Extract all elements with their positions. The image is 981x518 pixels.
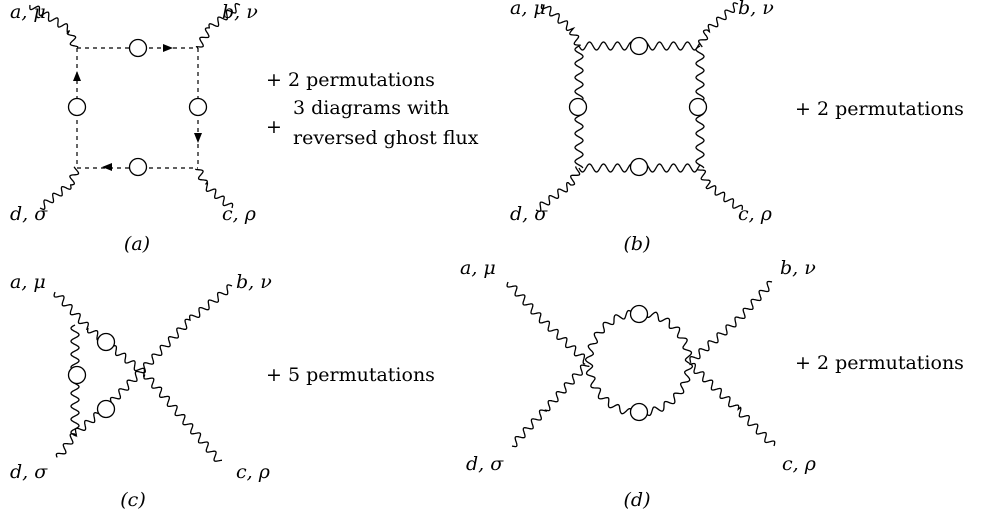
gluon-loop [584,308,694,418]
label-c-rho: c, ρ [738,203,773,225]
self-energy-bubble [629,304,649,324]
label-a-mu: a, μ [460,257,496,279]
label-d-sigma: d, σ [466,453,504,475]
diagram-c: a, μ b, ν d, σ c, ρ (c) + 5 permutations [10,271,435,511]
label-b-nu: b, ν [222,1,258,23]
ghost-arrow [102,163,112,171]
self-energy-bubble [629,157,649,177]
external-gluon-b [195,3,241,48]
gluon-line-b-d [55,284,233,458]
caption-d: (d) [624,489,651,511]
self-energy-bubble [96,399,116,419]
note-a-line3: 3 diagrams with [293,97,449,119]
external-gluon-b [697,2,739,48]
self-energy-bubble [128,38,148,58]
self-energy-bubble [188,97,208,117]
external-gluon-c [696,168,744,211]
label-d-sigma: d, σ [510,203,548,225]
label-a-mu: a, μ [510,0,546,19]
note-a-line2: + [266,116,282,138]
self-energy-bubble [67,365,87,385]
label-b-nu: b, ν [236,271,272,293]
label-a-mu: a, μ [10,1,46,23]
caption-a: (a) [124,233,150,255]
label-d-sigma: d, σ [10,203,48,225]
self-energy-bubble [629,36,649,56]
diagram-b: a, μ b, ν d, σ c, ρ (b) + 2 permutations [510,0,964,255]
note-a-line1: + 2 permutations [266,69,435,91]
external-gluon-a [29,4,79,48]
self-energy-bubble [688,97,708,117]
diagram-d: a, μ b, ν d, σ c, ρ (d) + 2 permutations [460,257,964,511]
label-a-mu: a, μ [10,271,46,293]
external-gluon-d [511,364,590,448]
note-c: + 5 permutations [266,364,435,386]
external-gluon-a [506,281,586,365]
label-c-rho: c, ρ [782,453,817,475]
ghost-arrow [73,71,81,81]
label-c-rho: c, ρ [236,461,271,483]
label-b-nu: b, ν [780,257,816,279]
note-b: + 2 permutations [795,98,964,120]
external-gluon-c [195,168,234,209]
self-energy-bubble [96,332,116,352]
self-energy-bubble [67,97,87,117]
self-energy-bubble [128,157,148,177]
self-energy-bubble [568,97,588,117]
external-gluon-d [535,166,581,213]
note-d: + 2 permutations [795,352,964,374]
label-d-sigma: d, σ [10,461,48,483]
diagram-a: a, μ b, ν d, σ c, ρ (a) + 2 permutations… [10,1,479,255]
caption-b: (b) [624,233,651,255]
ghost-arrow [163,44,173,52]
label-c-rho: c, ρ [222,203,257,225]
label-b-nu: b, ν [738,0,774,19]
external-gluon-b [689,280,773,363]
self-energy-bubble [629,402,649,422]
external-gluon-c [689,362,776,447]
caption-c: (c) [120,489,145,511]
external-gluon-d [39,166,80,210]
ghost-arrow [194,133,202,143]
external-gluon-a [540,3,581,46]
note-a-line4: reversed ghost flux [293,127,479,149]
